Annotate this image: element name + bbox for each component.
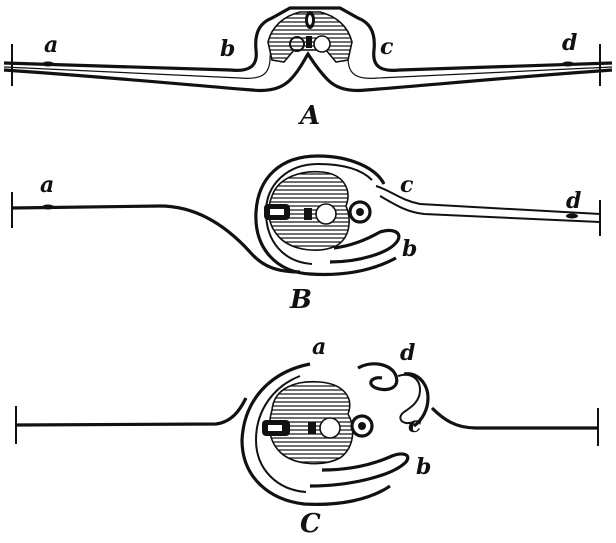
panel-b-aorta: [304, 208, 312, 220]
panel-b-neural-canal: [270, 209, 284, 215]
panel-a-label-b: b: [220, 36, 235, 62]
panel-b-notochord: [316, 204, 336, 224]
panel-c-label-c: c: [408, 412, 422, 438]
panel-a-right-nodule: [562, 62, 574, 67]
panel-b-label-d: d: [566, 188, 581, 214]
panel-c-gut-lumen: [358, 422, 366, 430]
panel-c-fold-d: [358, 364, 397, 390]
panel-b-label-b: b: [402, 236, 417, 262]
panel-c-label-b: b: [416, 454, 431, 480]
panel-b-label-a: a: [40, 172, 54, 198]
panel-c-caption: C: [300, 509, 321, 539]
panel-a-notochord: [314, 36, 330, 52]
panel-b-label-c: c: [400, 172, 414, 198]
panel-a-caption: A: [297, 101, 320, 131]
panel-c-label-d: d: [400, 340, 415, 366]
panel-c: [16, 364, 598, 505]
panel-a: [4, 8, 612, 91]
panel-b-left-nodule: [42, 205, 54, 210]
panel-b: [12, 156, 600, 274]
panel-b-gut-lumen: [356, 208, 364, 216]
panel-c-aorta: [308, 422, 316, 434]
panel-c-left-membrane: [16, 398, 246, 425]
panel-a-left-nodule: [42, 62, 54, 67]
panel-a-label-d: d: [562, 30, 577, 56]
panel-a-neural-canal: [308, 15, 312, 25]
panel-a-lower-membrane: [4, 54, 612, 91]
panel-a-label-a: a: [44, 32, 58, 58]
panel-b-right-nodule: [566, 214, 578, 219]
panel-a-label-c: c: [380, 34, 394, 60]
panel-c-right-membrane: [432, 408, 598, 428]
panel-c-neural-canal: [268, 425, 282, 431]
panel-c-notochord: [320, 418, 340, 438]
panel-c-label-a: a: [312, 334, 326, 360]
panel-a-aorta: [306, 36, 312, 48]
panel-b-caption: B: [289, 285, 312, 315]
